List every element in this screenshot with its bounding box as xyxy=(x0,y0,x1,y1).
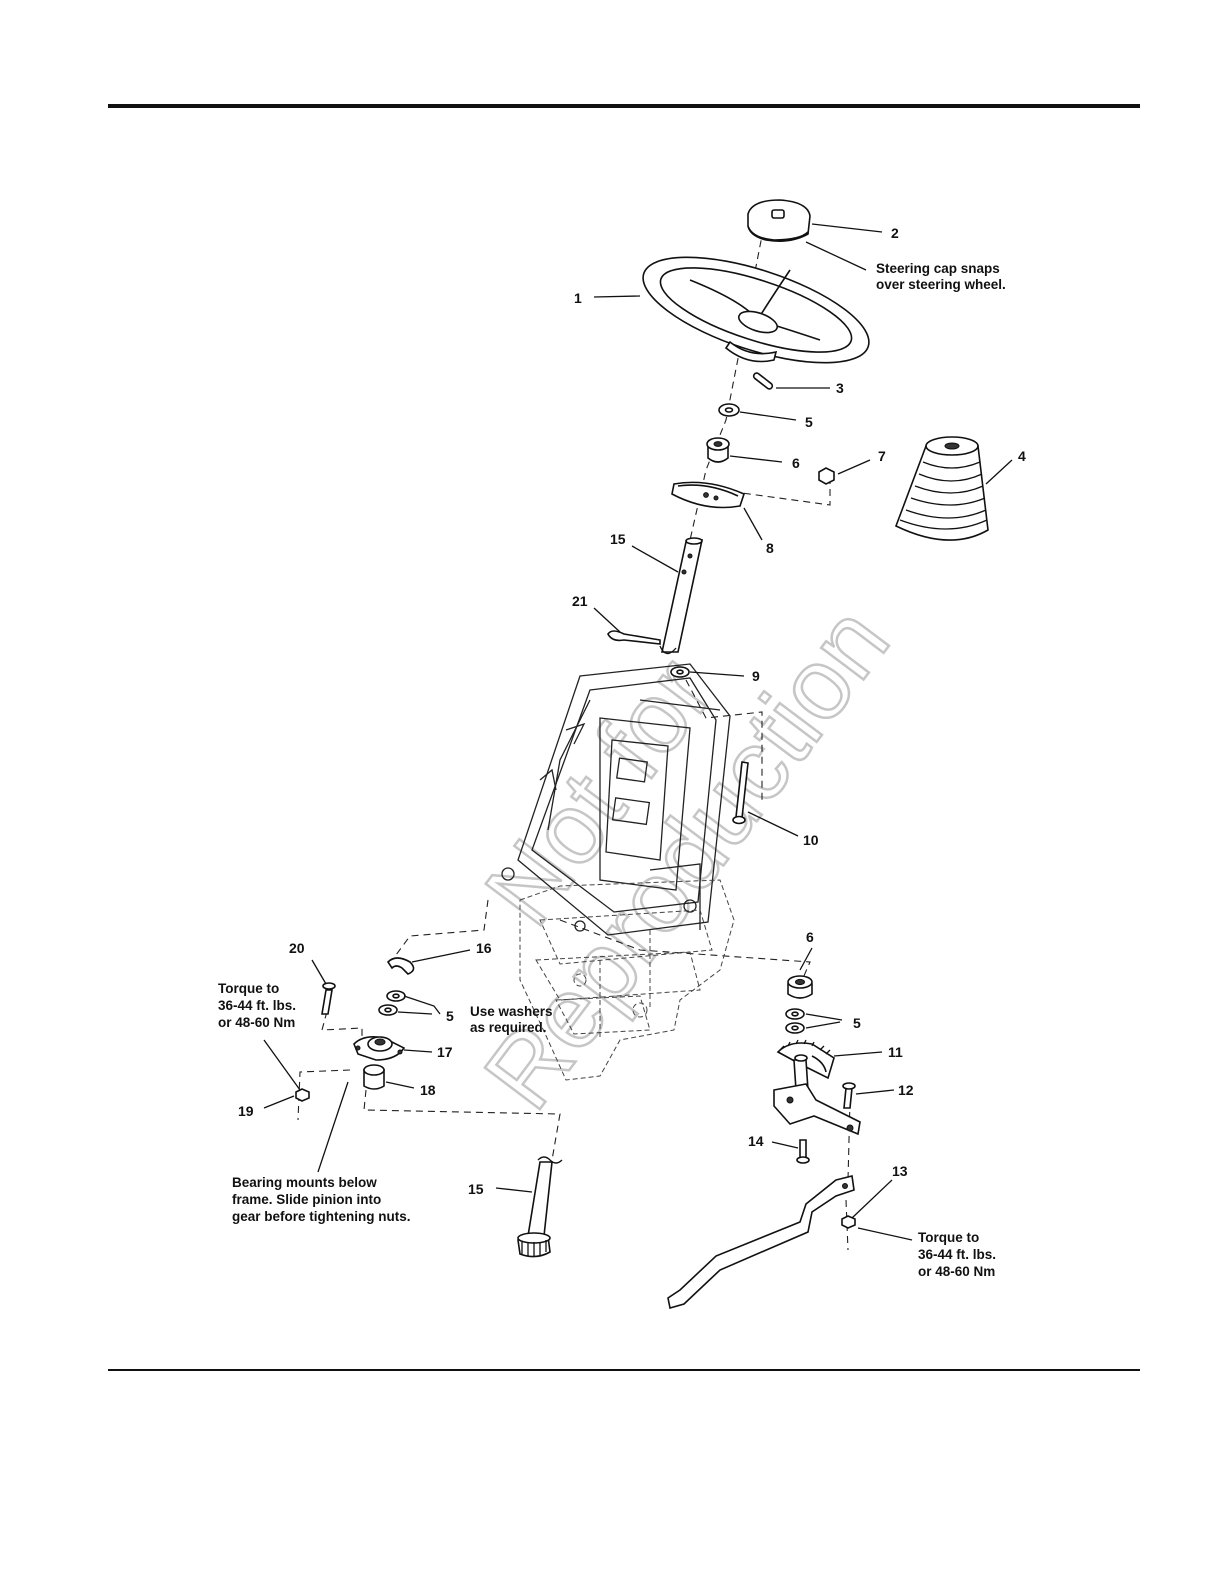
note-torque-right-line3: or 48-60 Nm xyxy=(918,1264,995,1279)
washers-right xyxy=(786,1009,804,1033)
callout-2: 2 xyxy=(891,225,899,241)
note-washers: Use washers as required. xyxy=(470,1004,553,1035)
note-steering-cap-line2: over steering wheel. xyxy=(876,277,1006,292)
callout-11: 11 xyxy=(888,1044,903,1060)
note-washers-line2: as required. xyxy=(470,1020,547,1035)
callout-7: 7 xyxy=(878,448,886,464)
callout-15-upper: 15 xyxy=(610,531,626,547)
callout-18: 18 xyxy=(420,1082,436,1098)
note-bearing-line2: frame. Slide pinion into xyxy=(232,1192,381,1207)
steering-boot xyxy=(896,437,988,540)
bushing-upper xyxy=(707,438,729,462)
callout-9: 9 xyxy=(752,668,760,684)
drag-link xyxy=(668,1176,854,1308)
callout-12: 12 xyxy=(898,1082,914,1098)
callout-13: 13 xyxy=(892,1163,908,1179)
steering-cap xyxy=(748,200,810,241)
spacer-18 xyxy=(364,1065,384,1089)
callout-5-left: 5 xyxy=(446,1008,454,1024)
callout-17: 17 xyxy=(437,1044,453,1060)
note-torque-left-line1: Torque to xyxy=(218,981,279,996)
note-torque-right-line1: Torque to xyxy=(918,1230,979,1245)
flange-bearing xyxy=(354,1037,404,1060)
bolt-12 xyxy=(843,1083,855,1108)
note-washers-line1: Use washers xyxy=(470,1004,553,1019)
bolt-20 xyxy=(322,983,335,1014)
washer-upper xyxy=(719,404,739,416)
callout-3: 3 xyxy=(836,380,844,396)
note-torque-right-line2: 36-44 ft. lbs. xyxy=(918,1247,996,1262)
callout-16: 16 xyxy=(476,940,492,956)
dash-plate xyxy=(672,482,744,507)
hex-nut xyxy=(819,468,834,484)
callout-5-right: 5 xyxy=(853,1015,861,1031)
callout-4: 4 xyxy=(1018,448,1026,464)
bushing-lower xyxy=(788,976,812,998)
note-bearing-line1: Bearing mounts below xyxy=(232,1175,377,1190)
callout-5-upper: 5 xyxy=(805,414,813,430)
bolt-14 xyxy=(797,1140,809,1163)
note-steering-cap: Steering cap snaps over steering wheel. xyxy=(876,261,1006,292)
callout-15-lower: 15 xyxy=(468,1181,484,1197)
watermark: Not for Reproduction xyxy=(375,520,910,1129)
note-bearing: Bearing mounts below frame. Slide pinion… xyxy=(232,1175,411,1224)
callout-21: 21 xyxy=(572,593,588,609)
pinion-shaft xyxy=(518,1157,562,1257)
callout-6-lower: 6 xyxy=(806,929,814,945)
cotter-pin xyxy=(608,631,660,644)
steering-shaft-upper xyxy=(660,538,702,654)
note-bearing-line3: gear before tightening nuts. xyxy=(232,1209,411,1224)
note-torque-left: Torque to 36-44 ft. lbs. or 48-60 Nm xyxy=(218,981,296,1030)
callout-8: 8 xyxy=(766,540,774,556)
roll-pin xyxy=(752,372,773,390)
callout-19: 19 xyxy=(238,1103,254,1119)
retaining-ring xyxy=(388,958,414,974)
washers-left xyxy=(379,991,405,1015)
callout-20: 20 xyxy=(289,940,305,956)
callout-1: 1 xyxy=(574,290,582,306)
washer-9 xyxy=(671,667,689,677)
note-steering-cap-line1: Steering cap snaps xyxy=(876,261,1000,276)
hex-nut-19 xyxy=(296,1089,309,1101)
callout-6-upper: 6 xyxy=(792,455,800,471)
note-torque-right: Torque to 36-44 ft. lbs. or 48-60 Nm xyxy=(918,1230,996,1279)
note-torque-left-line3: or 48-60 Nm xyxy=(218,1015,295,1030)
steering-wheel xyxy=(631,235,880,384)
note-torque-left-line2: 36-44 ft. lbs. xyxy=(218,998,296,1013)
callout-10: 10 xyxy=(803,832,819,848)
callout-14: 14 xyxy=(748,1133,764,1149)
